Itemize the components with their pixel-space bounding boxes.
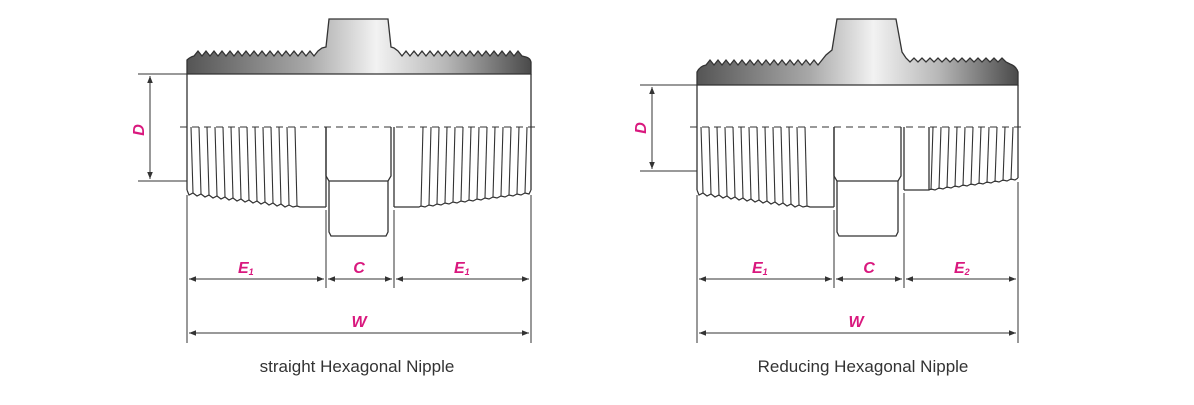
reducing-nipple-thread-right-edge (904, 177, 1019, 191)
straight-c-label: C (353, 260, 365, 277)
reducing-nipple-thread-right (930, 126, 1014, 191)
straight-caption: straight Hexagonal Nipple (260, 357, 455, 376)
reducing-nipple-hex-body (833, 127, 902, 237)
reducing-caption: Reducing Hexagonal Nipple (758, 357, 969, 376)
straight-nipple-thread-right-edge (394, 189, 532, 208)
straight-e-left-label: E1 (238, 260, 254, 277)
reducing-nipple-top-profile (696, 18, 1019, 86)
reducing-e-right-label: E2 (954, 260, 970, 277)
reducing-nipple-thread-left-edge (696, 189, 834, 208)
straight-d-label: D (131, 124, 148, 136)
straight-nipple-thread-left (190, 126, 298, 207)
reducing-c-label: C (863, 260, 875, 277)
reducing-e-left-label: E1 (752, 260, 768, 277)
straight-w-label: W (351, 314, 368, 331)
reducing-w-label: W (848, 314, 865, 331)
straight-nipple-top-profile (186, 18, 532, 75)
straight-nipple-thread-right (420, 126, 528, 207)
straight-nipple-thread-left-edge (186, 189, 326, 208)
straight-nipple-hex-body (325, 127, 392, 237)
reducing-nipple-figure: D E1 C E2 W Reducing Hexagonal Nipple (633, 18, 1026, 376)
straight-nipple-figure: D E1 C E1 W straight Hexagonal Nipple (131, 18, 540, 376)
reducing-d-label: D (633, 122, 650, 134)
reducing-nipple-thread-left (700, 126, 808, 207)
straight-e-right-label: E1 (454, 260, 470, 277)
